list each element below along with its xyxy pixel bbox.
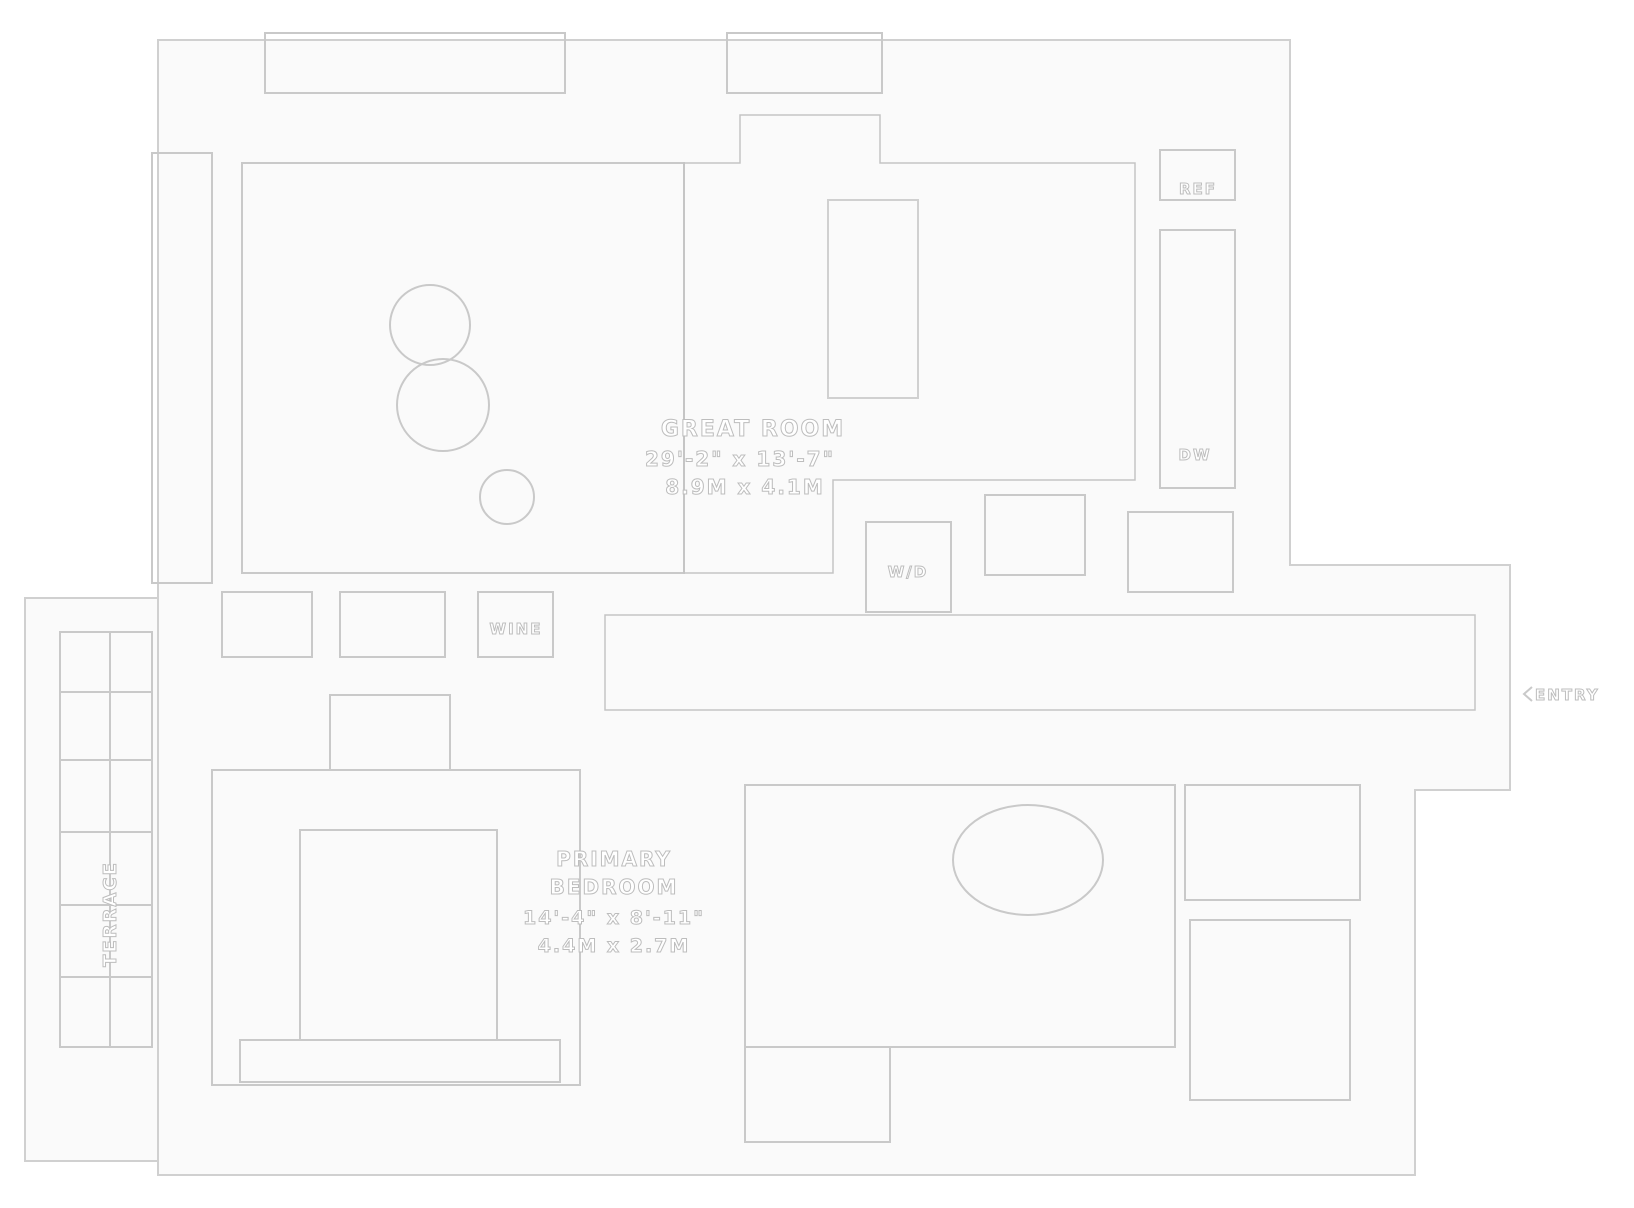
- terrace-grid: [60, 632, 152, 1047]
- wd-label: W/D: [888, 563, 928, 581]
- room-labels: GREAT ROOM 29'-2" x 13'-7" 8.9M x 4.1M P…: [100, 180, 1600, 968]
- kitchen: [865, 149, 1236, 613]
- great-room-imperial: 29'-2" x 13'-7": [645, 447, 835, 471]
- bedroom: [211, 694, 581, 1086]
- bathroom: [744, 784, 1361, 1143]
- dw-label: DW: [1179, 446, 1212, 464]
- great-room-name: GREAT ROOM: [661, 417, 845, 442]
- outer-walls: [24, 39, 1511, 1176]
- hallway: [221, 591, 1476, 711]
- terrace-label: TERRACE: [100, 861, 121, 967]
- entry-label: ENTRY: [1535, 686, 1600, 704]
- bedroom-name-2: BEDROOM: [550, 875, 679, 899]
- bedroom-name-1: PRIMARY: [556, 847, 672, 871]
- great-room-metric: 8.9M x 4.1M: [665, 475, 825, 499]
- chevron-left-icon: [1522, 686, 1533, 702]
- great-room: [151, 32, 1136, 584]
- bedroom-metric: 4.4M x 2.7M: [538, 935, 691, 957]
- bedroom-imperial: 14'-4" x 8'-11": [523, 907, 705, 929]
- wine-label: WINE: [490, 620, 543, 638]
- ref-label: REF: [1179, 180, 1217, 198]
